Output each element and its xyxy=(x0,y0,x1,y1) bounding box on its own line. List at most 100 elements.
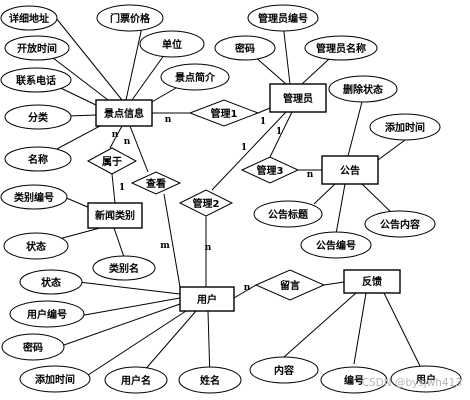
attr-user-id-label: 用户编号 xyxy=(26,308,67,321)
attr-category xyxy=(4,104,72,130)
attr-user-status xyxy=(19,269,83,295)
entity-user-label: 用户 xyxy=(196,293,217,306)
entity-news-category-label: 新闻类别 xyxy=(95,209,135,222)
attr-admin-name xyxy=(304,35,378,61)
scenic-attributes: 详细地址 门票价格 单位 开放时间 联系电话 景点简介 分类 名称 xyxy=(0,4,230,172)
user-attributes: 状态 用户编号 密码 添加时间 用户名 姓名 xyxy=(1,269,242,394)
attr-admin-id xyxy=(247,4,319,32)
attr-user-password xyxy=(1,333,65,361)
attr-ticket-price xyxy=(96,4,164,32)
attr-admin-password xyxy=(214,35,276,61)
attr-scenic-address xyxy=(0,5,58,31)
attr-real-name xyxy=(178,366,242,394)
card-admin-manage3: 1 xyxy=(276,127,282,137)
rel-belong xyxy=(86,147,138,175)
attr-user-add-time xyxy=(19,365,91,393)
attr-category-id-label: 类别编号 xyxy=(14,191,54,204)
attr-notice-title xyxy=(253,200,323,228)
rel-manage1-label: 管理1 xyxy=(211,107,238,120)
card-scenic-view: n xyxy=(124,137,131,147)
rel-manage2-label: 管理2 xyxy=(193,197,220,210)
attr-opening-hours-label: 开放时间 xyxy=(17,42,57,55)
rel-view xyxy=(130,171,182,195)
attr-delete-status-label: 删除状态 xyxy=(343,83,383,96)
attr-feedback-content xyxy=(249,356,319,384)
rel-message-label: 留言 xyxy=(280,279,300,292)
entity-notice-label: 公告 xyxy=(340,164,360,177)
attr-unit xyxy=(139,30,205,58)
attr-category-status xyxy=(3,232,69,260)
attr-notice-add-time xyxy=(369,113,441,141)
attr-username xyxy=(104,366,168,394)
attr-category-id xyxy=(0,184,68,210)
rel-manage3 xyxy=(240,156,300,184)
attr-feedback-user xyxy=(390,365,462,393)
relationships: 管理1 管理2 管理3 属于 查看 留言 xyxy=(86,99,326,301)
attr-feedback-content-label: 内容 xyxy=(274,364,294,377)
attr-feedback-id xyxy=(320,366,388,394)
attr-notice-add-time-label: 添加时间 xyxy=(385,121,425,134)
attr-delete-status xyxy=(328,75,398,103)
attr-scenic-intro-label: 景点简介 xyxy=(175,71,216,84)
rel-manage2 xyxy=(178,189,234,217)
attr-admin-password-label: 密码 xyxy=(235,42,255,55)
card-admin-manage1: 1 xyxy=(260,117,266,127)
card-scenic-belong: n xyxy=(112,130,119,140)
entity-news-category xyxy=(87,202,143,229)
entity-admin-label: 管理员 xyxy=(283,92,313,105)
attr-username-label: 用户名 xyxy=(120,374,151,387)
attr-user-id xyxy=(9,300,85,328)
card-admin-manage2: 1 xyxy=(241,143,247,153)
attr-category-label: 分类 xyxy=(28,111,48,124)
attr-category-status-label: 状态 xyxy=(26,240,46,253)
entity-scenic-label: 景点信息 xyxy=(104,107,144,120)
card-user-manage2: n xyxy=(205,243,212,253)
card-user-view: m xyxy=(160,241,170,251)
cardinality-labels: n 1 1 n 1 n n m n 1 n xyxy=(112,115,314,293)
entity-notice xyxy=(321,155,379,185)
attr-opening-hours xyxy=(4,35,70,61)
card-category-belong: 1 xyxy=(119,183,125,193)
attr-unit-label: 单位 xyxy=(162,38,182,51)
entity-admin xyxy=(269,83,327,113)
card-user-message: n xyxy=(244,283,251,293)
attr-scenic-name xyxy=(4,146,72,172)
entity-scenic xyxy=(95,99,153,127)
card-notice-manage3: n xyxy=(307,170,314,180)
attr-notice-id xyxy=(300,231,372,259)
attr-scenic-intro xyxy=(160,63,230,91)
attr-admin-id-label: 管理员编号 xyxy=(258,12,308,25)
rel-view-label: 查看 xyxy=(145,177,166,190)
rel-message xyxy=(254,269,326,301)
connector-lines xyxy=(37,17,421,381)
attr-ticket-price-label: 门票价格 xyxy=(110,12,151,25)
attr-notice-content xyxy=(364,210,436,238)
attr-category-name xyxy=(92,255,156,281)
attr-user-password-label: 密码 xyxy=(23,341,43,354)
entities: 景点信息 管理员 公告 新闻类别 用户 反馈 xyxy=(87,83,401,312)
rel-belong-label: 属于 xyxy=(102,156,122,168)
attr-contact-phone xyxy=(0,67,72,93)
feedback-attributes: 内容 编号 用户 xyxy=(249,356,462,394)
notice-attributes: 删除状态 添加时间 公告标题 公告内容 公告编号 xyxy=(253,75,441,259)
entity-feedback-label: 反馈 xyxy=(362,275,382,288)
attr-notice-content-label: 公告内容 xyxy=(380,218,420,231)
attr-notice-title-label: 公告标题 xyxy=(268,208,309,221)
attr-feedback-id-label: 编号 xyxy=(344,374,364,387)
attr-user-status-label: 状态 xyxy=(41,276,61,289)
entity-user xyxy=(179,286,235,312)
attr-admin-name-label: 管理员名称 xyxy=(316,42,366,55)
attr-scenic-name-label: 名称 xyxy=(28,153,48,166)
attr-feedback-user-label: 用户 xyxy=(415,373,436,386)
attr-category-name-label: 类别名 xyxy=(109,262,139,275)
category-attributes: 类别编号 状态 类别名 xyxy=(0,184,156,281)
admin-attributes: 管理员编号 密码 管理员名称 xyxy=(214,4,378,61)
attr-contact-phone-label: 联系电话 xyxy=(16,74,56,87)
attr-user-add-time-label: 添加时间 xyxy=(35,373,75,386)
csdn-watermark: CSDN @bysjwh413 xyxy=(362,377,462,389)
entity-feedback xyxy=(343,269,401,294)
attr-real-name-label: 姓名 xyxy=(199,374,220,387)
rel-manage1 xyxy=(188,99,260,127)
attr-notice-id-label: 公告编号 xyxy=(316,239,356,252)
